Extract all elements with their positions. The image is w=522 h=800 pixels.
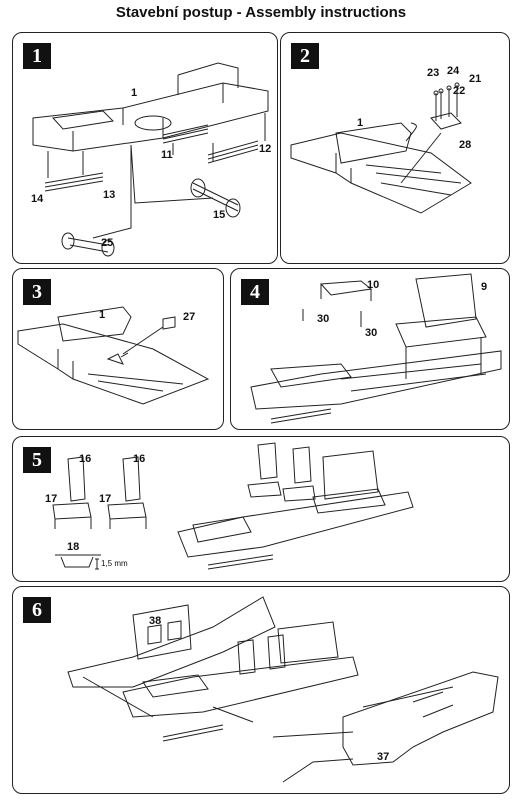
step-2-illustration (290, 82, 472, 214)
part-label: 21 (469, 73, 482, 85)
step-4-panel: 4 10 9 30 30 (230, 268, 510, 430)
step-2-panel: 2 1 23 24 21 22 28 (280, 32, 510, 264)
step-6-badge: 6 (23, 597, 51, 623)
part-label: 30 (365, 327, 378, 339)
part-label: 16 (133, 453, 146, 465)
step-4-illustration (250, 273, 502, 424)
part-label: 17 (99, 493, 112, 505)
step-4-badge: 4 (241, 279, 269, 305)
part-label: 12 (259, 143, 272, 155)
part-label: 13 (103, 189, 116, 201)
part-label: 22 (453, 85, 466, 97)
part-label: 18 (67, 541, 80, 553)
part-label: 37 (377, 751, 390, 763)
part-label: 28 (459, 139, 472, 151)
part-label: 25 (101, 237, 114, 249)
step-1-panel: 1 1 11 12 13 14 15 25 (12, 32, 278, 264)
part-label: 1 (99, 309, 106, 321)
part-label: 16 (79, 453, 92, 465)
part-label: 17 (45, 493, 58, 505)
step-1-illustration (32, 62, 269, 257)
part-label: 11 (161, 149, 173, 161)
page-title: Stavební postup - Assembly instructions (115, 4, 407, 21)
part-label: 10 (367, 279, 380, 291)
step-2-badge: 2 (291, 43, 319, 69)
step-6-illustration (67, 596, 499, 783)
step-5-panel: 5 16 16 17 17 18 1,5 mm (12, 436, 510, 582)
step-5-illustration (52, 442, 414, 570)
part-label: 38 (149, 615, 162, 627)
part-label: 1 (357, 117, 364, 129)
step-3-illustration (17, 306, 210, 405)
step-3-badge: 3 (23, 279, 51, 305)
step-3-panel: 3 1 27 (12, 268, 224, 430)
part-label: 1 (131, 87, 138, 99)
part-label: 27 (183, 311, 196, 323)
step-5-badge: 5 (23, 447, 51, 473)
step-1-badge: 1 (23, 43, 51, 69)
part-label: 24 (447, 65, 460, 77)
part-label: 30 (317, 313, 330, 325)
part-label: 14 (31, 193, 44, 205)
step-6-panel: 6 38 37 (12, 586, 510, 794)
part-label: 9 (481, 281, 488, 293)
dimension-label: 1,5 mm (101, 559, 128, 568)
part-label: 15 (213, 209, 226, 221)
part-label: 23 (427, 67, 440, 79)
